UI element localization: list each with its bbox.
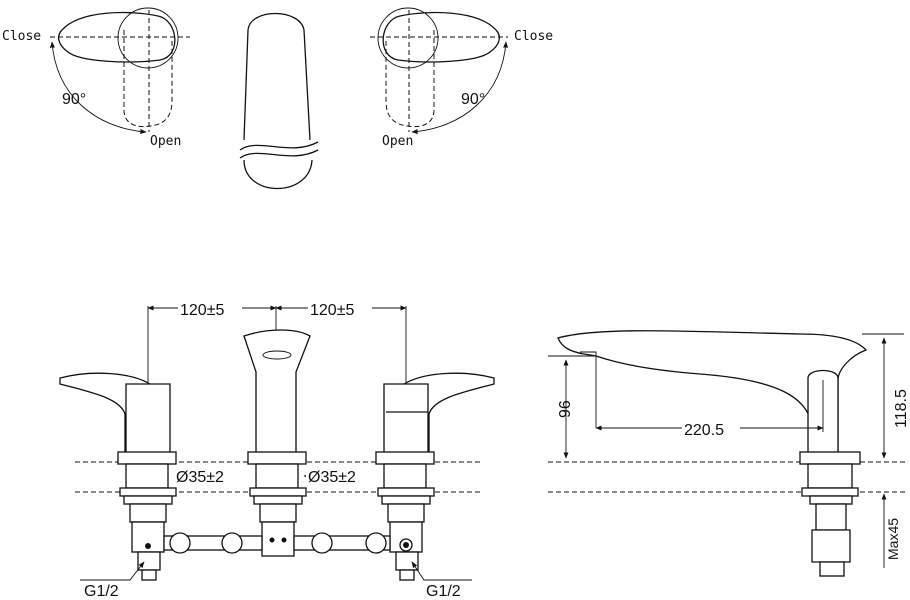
right-close-label: Close [514, 29, 553, 44]
spacing-left-dim: 120±5 [180, 302, 224, 319]
right-angle-label: 90° [461, 91, 485, 108]
right-open-label: Open [382, 134, 413, 149]
side-view: 96 220.5 118.5 Max45 [548, 330, 910, 577]
left-handle-top-view: Close 90° Open [2, 7, 190, 149]
left-open-label: Open [150, 134, 181, 149]
hole-left-dim: Ø35±2 [176, 469, 224, 486]
deck-max-dim: Max45 [885, 518, 901, 560]
hole-right-dim: Ø35±2 [308, 469, 356, 486]
height-spout-dim: 96 [557, 400, 574, 418]
spacing-right-dim: 120±5 [310, 302, 354, 319]
thread-left-label: G1/2 [84, 583, 119, 600]
right-handle-top-view: Close 90° Open [370, 7, 553, 149]
height-total-dim: 118.5 [893, 389, 910, 428]
reach-dim: 220.5 [684, 422, 724, 439]
left-close-label: Close [2, 29, 41, 44]
spout-top-view [239, 12, 319, 190]
front-view: 120±5 120±5 [59, 298, 495, 600]
left-angle-label: 90° [62, 91, 86, 108]
thread-right-label: G1/2 [426, 583, 461, 600]
